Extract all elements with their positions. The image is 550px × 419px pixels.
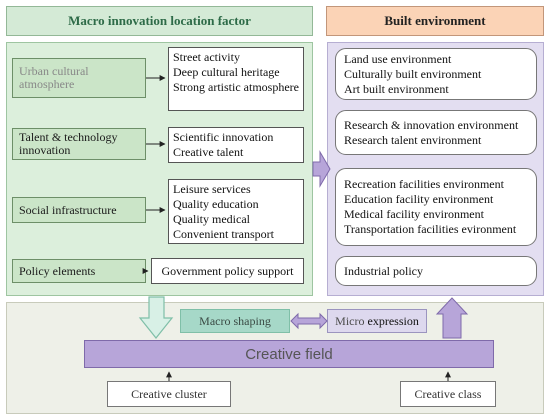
env-text: Land use environment xyxy=(344,51,452,66)
env-text: Art built environment xyxy=(344,81,449,96)
item-text: Deep cultural heritage xyxy=(173,65,280,79)
macro-to-built-arrow xyxy=(312,150,331,188)
creative-class-box: Creative class xyxy=(400,381,496,407)
factor-label: Policy elements xyxy=(19,263,96,278)
env-text: Culturally built environment xyxy=(344,66,482,81)
items-urban-cultural: Street activity Deep cultural heritage S… xyxy=(168,47,304,111)
factor-label: Urban cultural atmosphere xyxy=(19,64,89,91)
env-facilities: Recreation facilities environment Educat… xyxy=(335,168,537,246)
factor-urban-cultural-atmosphere: Urban cultural atmosphere xyxy=(12,58,146,98)
item-text: Quality education xyxy=(173,197,259,211)
up-arrow xyxy=(435,297,469,339)
env-text: Research talent environment xyxy=(344,132,482,147)
macro-factor-header: Macro innovation location factor xyxy=(6,6,313,36)
macro-shaping-box: Macro shaping xyxy=(180,309,290,333)
down-arrow xyxy=(138,296,174,339)
factor-label: Talent & technology innovation xyxy=(19,130,118,157)
item-text: Scientific innovation xyxy=(173,130,274,144)
items-policy: Government policy support xyxy=(151,258,304,284)
item-text: Street activity xyxy=(173,50,240,64)
expression-label: expression xyxy=(367,313,419,328)
env-research: Research & innovation environment Resear… xyxy=(335,110,537,155)
env-land-culture-art: Land use environment Culturally built en… xyxy=(335,48,537,100)
creative-cluster-label: Creative cluster xyxy=(131,386,207,401)
env-industrial-policy: Industrial policy xyxy=(335,256,537,286)
env-text: Industrial policy xyxy=(344,263,423,278)
env-text: Transportation facilities evironment xyxy=(344,222,517,236)
factor-label: Social infrastructure xyxy=(19,202,117,217)
creative-cluster-box: Creative cluster xyxy=(107,381,231,407)
item-text: Leisure services xyxy=(173,182,251,196)
macro-shaping-label: Macro shaping xyxy=(199,313,271,328)
env-text: Recreation facilities environment xyxy=(344,177,504,191)
micro-label: Micro xyxy=(335,313,365,328)
built-environment-header: Built environment xyxy=(326,6,544,36)
item-text: Quality medical xyxy=(173,212,250,226)
env-text: Medical facility environment xyxy=(344,207,484,221)
item-text: Strong artistic atmosphere xyxy=(173,80,299,94)
item-text: Government policy support xyxy=(161,263,294,278)
factor-talent-technology: Talent & technology innovation xyxy=(12,128,146,160)
env-text: Education facility environment xyxy=(344,192,494,206)
creative-field-bar: Creative field xyxy=(84,340,494,368)
item-text: Creative talent xyxy=(173,145,244,159)
double-arrow xyxy=(290,312,328,330)
creative-class-label: Creative class xyxy=(414,386,482,401)
factor-policy-elements: Policy elements xyxy=(12,259,146,283)
items-talent-technology: Scientific innovation Creative talent xyxy=(168,127,304,163)
items-social-infrastructure: Leisure services Quality education Quali… xyxy=(168,179,304,244)
env-text: Research & innovation environment xyxy=(344,117,519,132)
item-text: Convenient transport xyxy=(173,227,274,241)
creative-field-label: Creative field xyxy=(245,345,333,363)
factor-social-infrastructure: Social infrastructure xyxy=(12,197,146,223)
